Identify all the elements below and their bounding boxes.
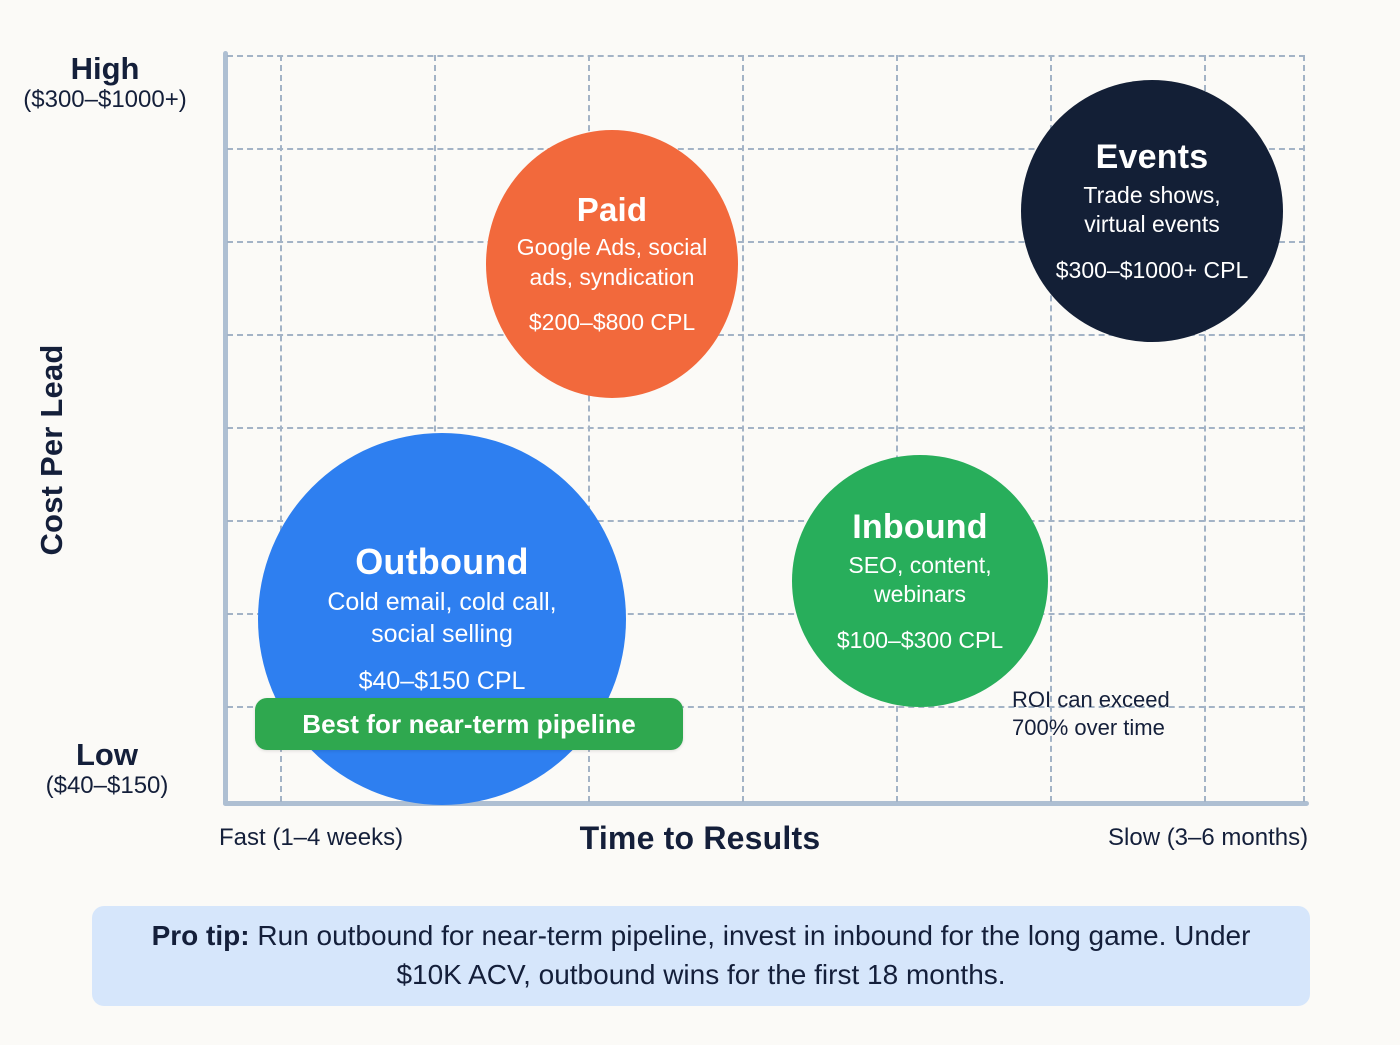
bubble-outbound-description: Cold email, cold call, social selling (327, 586, 556, 650)
bubble-events[interactable]: Events Trade shows, virtual events $300–… (1021, 80, 1283, 342)
bubble-events-cpl: $300–$1000+ CPL (1055, 256, 1249, 283)
x-axis-right-label: Slow (3–6 months) (1108, 824, 1309, 851)
bubble-inbound[interactable]: Inbound SEO, content, webinars $100–$300… (792, 455, 1048, 707)
x-axis-line (223, 801, 1309, 806)
gridline-horizontal (227, 706, 1305, 708)
plot-area (223, 51, 1309, 806)
bubble-events-desc-line2: virtual events (1084, 211, 1220, 238)
gridline-horizontal (227, 334, 1305, 336)
gridline-horizontal (227, 148, 1305, 150)
bubble-paid-title: Paid (576, 191, 648, 229)
bubble-outbound-title: Outbound (355, 540, 529, 582)
x-axis-title: Time to Results (579, 820, 821, 856)
y-axis-low-range: ($40–$150) (45, 772, 169, 800)
y-axis-high-label: High ($300–$1000+) (0, 51, 220, 115)
gridline-horizontal (227, 55, 1305, 57)
bubble-paid[interactable]: Paid Google Ads, social ads, syndication… (486, 130, 738, 398)
x-axis-left-label: Fast (1–4 weeks) (219, 824, 404, 851)
gridline-horizontal (227, 427, 1305, 429)
y-axis-low-text: Low (76, 737, 138, 772)
bubble-outbound-cpl: $40–$150 CPL (358, 667, 526, 696)
gridline-horizontal (227, 613, 1305, 615)
y-axis-title: Cost Per Lead (34, 344, 69, 556)
y-axis-line (223, 51, 228, 806)
bubble-paid-desc-line2: ads, syndication (529, 263, 695, 290)
gridline-horizontal (227, 520, 1305, 522)
bubble-paid-desc-line1: Google Ads, social (516, 234, 708, 261)
outbound-best-for-badge: Best for near-term pipeline (255, 698, 683, 750)
bubble-paid-description: Google Ads, social ads, syndication (517, 233, 708, 292)
bubble-inbound-description: SEO, content, webinars (848, 551, 991, 610)
pro-tip-label: Pro tip: (151, 920, 250, 952)
bubble-paid-cpl: $200–$800 CPL (528, 309, 696, 336)
inbound-roi-annotation: ROI can exceed 700% over time (1012, 686, 1232, 742)
bubble-inbound-cpl: $100–$300 CPL (836, 626, 1004, 653)
bubble-events-desc-line1: Trade shows, (1083, 181, 1221, 208)
y-axis-high-text: High (70, 51, 140, 86)
pro-tip-callout: Pro tip: Run outbound for near-term pipe… (92, 906, 1310, 1006)
y-axis-low-label: Low ($40–$150) (0, 737, 222, 801)
gridline-horizontal (227, 241, 1305, 243)
bubble-inbound-title: Inbound (852, 507, 988, 546)
roi-annotation-line2: 700% over time (1012, 715, 1165, 741)
y-axis-high-range: ($300–$1000+) (23, 86, 187, 114)
pro-tip-body: Run outbound for near-term pipeline, inv… (249, 920, 1251, 990)
pro-tip-text: Pro tip: Run outbound for near-term pipe… (118, 917, 1284, 994)
bubble-inbound-desc-line2: webinars (873, 581, 967, 608)
bubble-events-title: Events (1095, 137, 1209, 176)
bubble-events-description: Trade shows, virtual events (1083, 181, 1220, 240)
bubble-inbound-desc-line1: SEO, content, (848, 551, 992, 578)
bubble-outbound-desc-line1: Cold email, cold call, (327, 588, 557, 617)
roi-annotation-line1: ROI can exceed (1012, 687, 1170, 712)
bubble-outbound-desc-line2: social selling (371, 620, 513, 649)
